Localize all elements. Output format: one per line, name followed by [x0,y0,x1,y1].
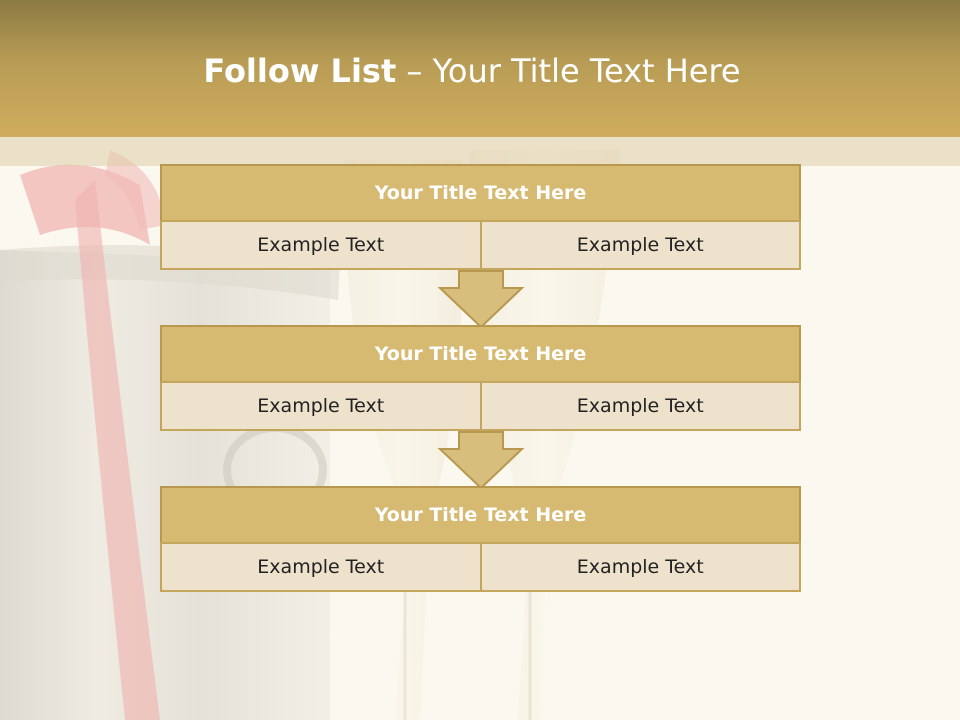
slide-title-bold: Follow List [203,52,397,90]
flow-block-3: Your Title Text Here Example Text Exampl… [160,486,801,592]
block-cell-left: Example Text [160,220,482,270]
block-row: Example Text Example Text [160,381,801,431]
block-row: Example Text Example Text [160,220,801,270]
block-title: Your Title Text Here [160,325,801,383]
slide-title: Follow List – Your Title Text Here [0,52,944,90]
flow-block-1: Your Title Text Here Example Text Exampl… [160,164,801,270]
block-row: Example Text Example Text [160,542,801,592]
block-cell-right: Example Text [479,542,801,592]
down-arrow-icon [437,270,525,329]
block-cell-right: Example Text [479,381,801,431]
block-cell-left: Example Text [160,381,482,431]
block-title: Your Title Text Here [160,164,801,222]
title-banner-band [0,137,960,166]
block-title: Your Title Text Here [160,486,801,544]
block-cell-left: Example Text [160,542,482,592]
down-arrow-icon [437,431,525,490]
slide-title-rest: – Your Title Text Here [396,52,741,90]
block-cell-right: Example Text [479,220,801,270]
flow-block-2: Your Title Text Here Example Text Exampl… [160,325,801,431]
title-banner [0,0,960,137]
